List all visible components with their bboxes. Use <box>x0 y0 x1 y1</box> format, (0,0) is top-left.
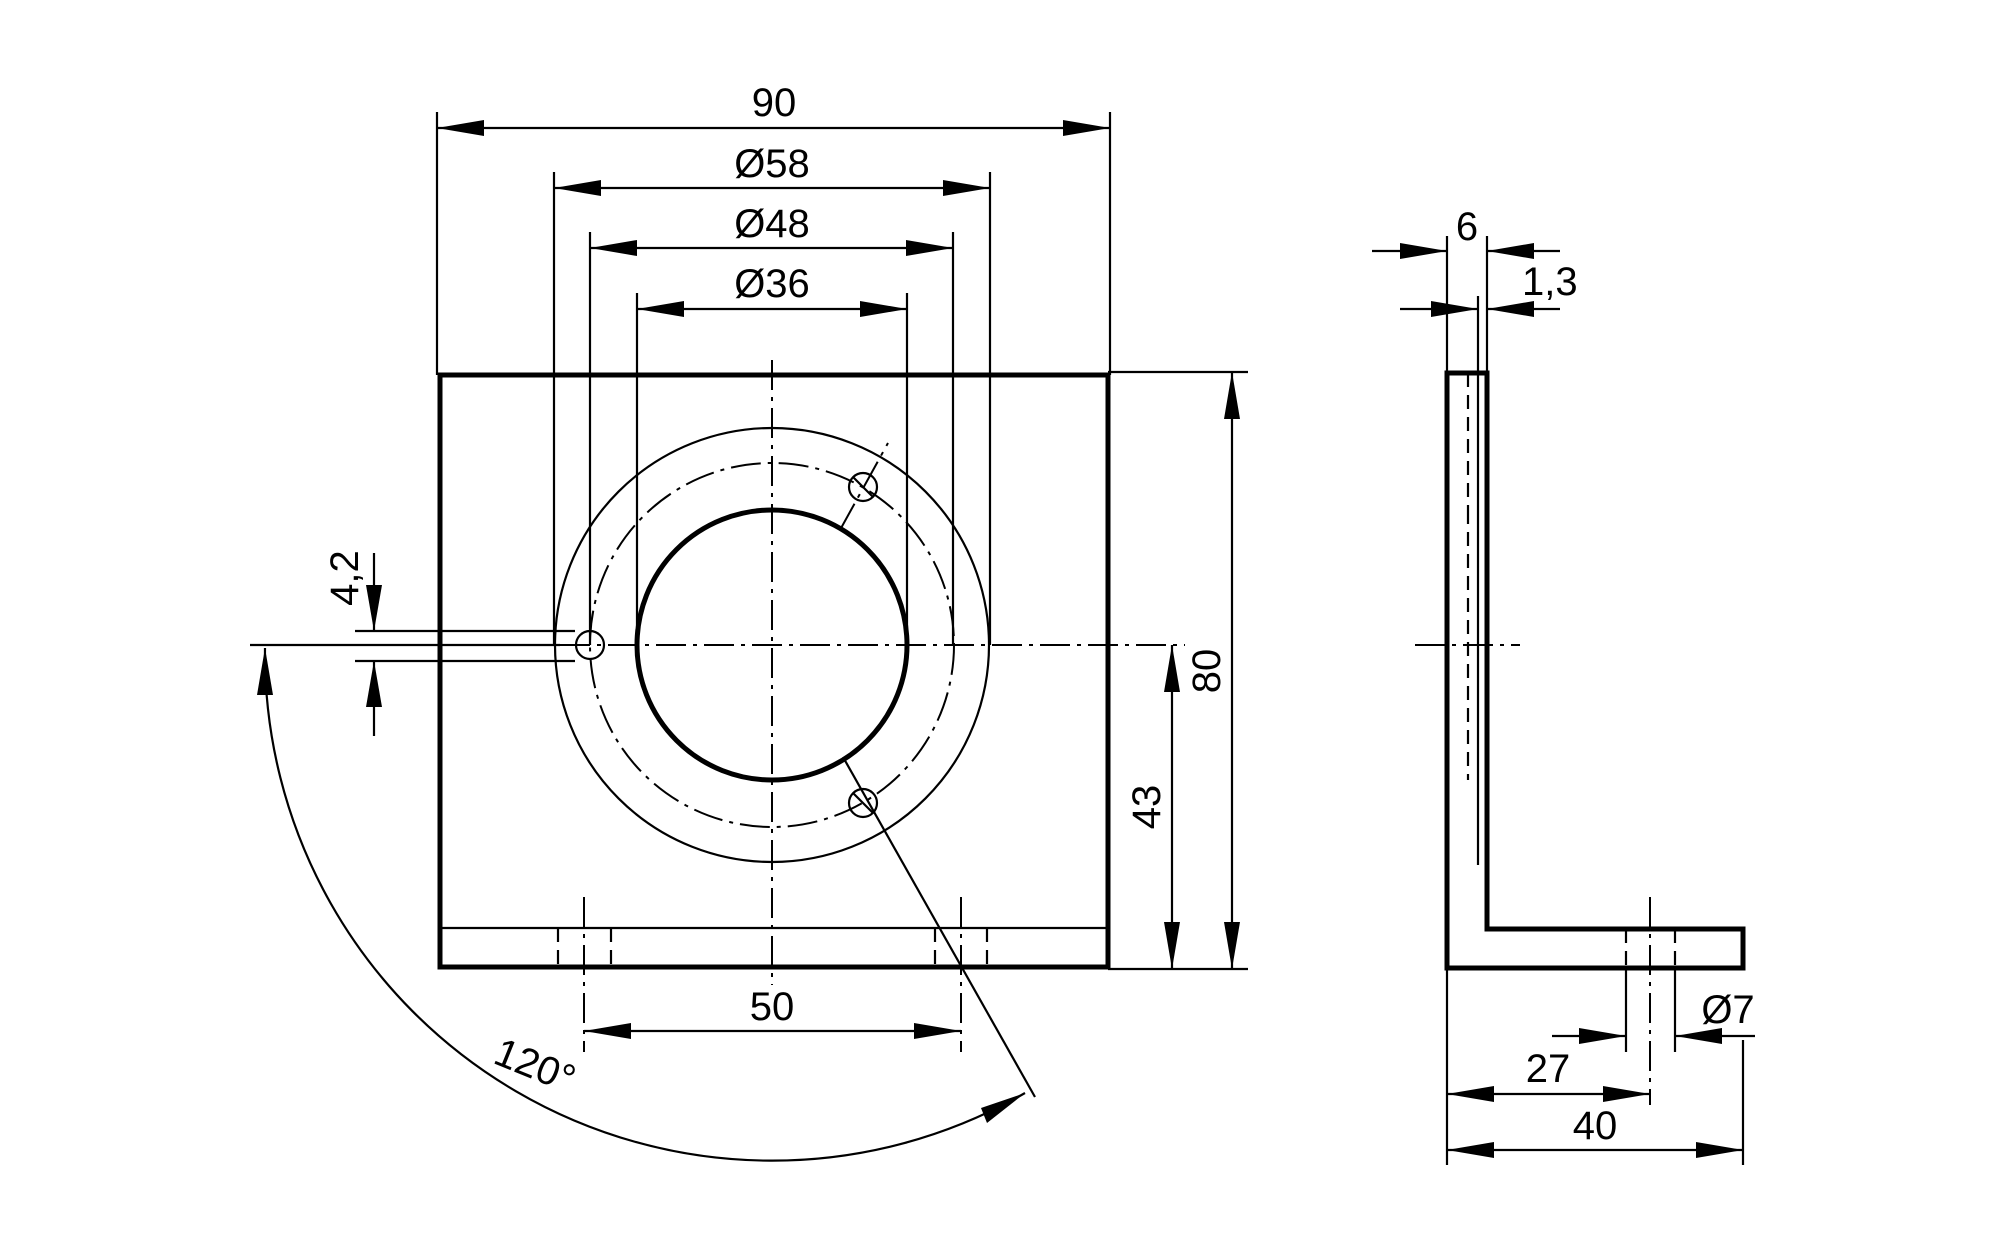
dimension-dia-7: Ø7 <box>1552 968 1755 1052</box>
side-profile <box>1444 370 1746 971</box>
front-view <box>437 360 1185 1052</box>
side-base-hole <box>1624 897 1677 1105</box>
dimension-90-label: 90 <box>752 81 797 125</box>
dimension-4-2: 4,2 <box>250 550 575 736</box>
dimension-dia-7-label: Ø7 <box>1701 988 1754 1032</box>
center-line-radial-upper <box>839 442 889 531</box>
mounting-hole-bottom-right <box>847 787 879 819</box>
dimension-27-label: 27 <box>1526 1047 1571 1091</box>
dimension-dia-58-label: Ø58 <box>734 142 810 186</box>
dimension-angle-120-label: 120° <box>488 1030 581 1102</box>
dimension-1-3-label: 1,3 <box>1522 260 1578 304</box>
dimension-40: 40 <box>1447 1040 1745 1165</box>
dimension-dia-36: Ø36 <box>635 262 909 645</box>
dimension-27: 27 <box>1445 968 1650 1165</box>
dimension-dia-48: Ø48 <box>588 202 955 645</box>
dimension-dia-58: Ø58 <box>552 142 992 645</box>
dimension-1-3: 1,3 <box>1400 260 1578 373</box>
side-view <box>1415 370 1746 1105</box>
base-hole-left <box>556 897 613 1052</box>
dimension-43-label: 43 <box>1125 785 1169 830</box>
dimension-dia-48-label: Ø48 <box>734 202 810 246</box>
plate-outline <box>437 372 1111 970</box>
dimension-6-label: 6 <box>1456 205 1478 249</box>
dimension-50: 50 <box>584 985 961 1039</box>
dimension-80-label: 80 <box>1185 649 1229 694</box>
dimension-80: 80 <box>1108 370 1248 971</box>
dimension-dia-36-label: Ø36 <box>734 262 810 306</box>
dimension-50-label: 50 <box>750 985 795 1029</box>
base-hole-right <box>933 897 989 1052</box>
dimension-4-2-label: 4,2 <box>323 550 367 606</box>
dimension-90: 90 <box>435 81 1112 375</box>
dimension-43: 43 <box>1125 645 1180 969</box>
dimension-6: 6 <box>1372 205 1560 373</box>
dimension-40-label: 40 <box>1573 1104 1618 1148</box>
